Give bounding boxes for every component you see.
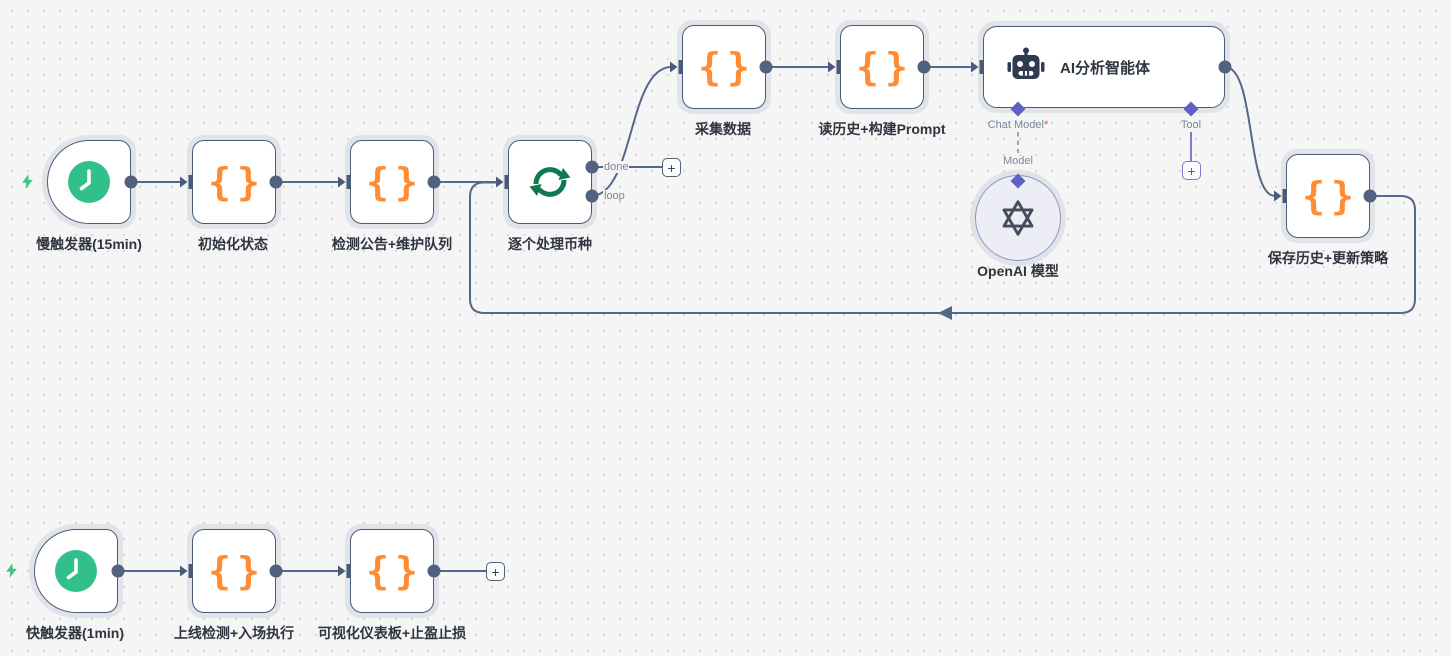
- node-label-dashboard-tp-sl[interactable]: 可视化仪表板+止盈止损: [317, 625, 467, 641]
- node-label-online-check-entry[interactable]: 上线检测+入场执行: [173, 625, 295, 641]
- loop-port-label: loop: [603, 190, 626, 202]
- add-tool-button[interactable]: +: [1182, 161, 1201, 180]
- loop-sync-icon: [529, 167, 571, 197]
- node-online-check-entry[interactable]: {}: [187, 524, 281, 618]
- node-label-openai-model[interactable]: OpenAI 模型: [977, 263, 1059, 279]
- openai-logo-icon: [1002, 200, 1034, 236]
- node-label-process-each-coin[interactable]: 逐个处理币种: [508, 236, 592, 252]
- instant-trigger-zap-icon: [22, 174, 33, 189]
- node-label-check-announcements[interactable]: 检测公告+维护队列: [331, 236, 453, 252]
- node-dashboard-tp-sl[interactable]: {}: [345, 524, 439, 618]
- node-label-slow-trigger[interactable]: 慢触发器(15min): [36, 236, 142, 252]
- clock-icon: [55, 550, 97, 592]
- code-braces-icon: {}: [366, 549, 424, 593]
- code-braces-icon: {}: [208, 160, 266, 204]
- node-process-each-coin[interactable]: [503, 135, 597, 229]
- edge-agent-save: [1224, 66, 1276, 197]
- node-check-announcements[interactable]: {}: [345, 135, 439, 229]
- node-label-read-history-prompt[interactable]: 读历史+构建Prompt: [818, 121, 946, 137]
- tool-connector-label: Tool: [1180, 119, 1202, 131]
- node-openai-model[interactable]: [970, 170, 1066, 266]
- code-braces-icon: {}: [1302, 174, 1360, 218]
- node-label-fast-trigger[interactable]: 快触发器(1min): [26, 625, 124, 641]
- model-link-label: Model: [1003, 155, 1033, 167]
- node-init-state[interactable]: {}: [187, 135, 281, 229]
- node-label-init-state[interactable]: 初始化状态: [198, 236, 268, 252]
- robot-icon: [1007, 47, 1045, 79]
- ai-agent-title: AI分析智能体: [1060, 59, 1151, 77]
- node-label-save-history[interactable]: 保存历史+更新策略: [1267, 250, 1389, 266]
- required-asterisk: *: [1043, 119, 1049, 131]
- code-braces-icon: {}: [208, 549, 266, 593]
- code-braces-icon: {}: [856, 45, 914, 89]
- add-node-after-dashboard-button[interactable]: +: [486, 562, 505, 581]
- add-node-after-done-button[interactable]: +: [662, 158, 681, 177]
- node-label-collect-data[interactable]: 采集数据: [695, 121, 751, 137]
- instant-trigger-zap-icon: [6, 563, 17, 578]
- node-slow-trigger[interactable]: [42, 135, 136, 229]
- node-save-history[interactable]: {}: [1281, 149, 1375, 243]
- done-port-label: done: [603, 161, 630, 173]
- code-braces-icon: {}: [366, 160, 424, 204]
- node-fast-trigger[interactable]: [29, 524, 123, 618]
- node-read-history-prompt[interactable]: {}: [835, 20, 929, 114]
- node-ai-agent[interactable]: AI分析智能体: [978, 21, 1230, 113]
- node-collect-data[interactable]: {}: [677, 20, 771, 114]
- chat-model-connector-label: Chat Model*: [987, 119, 1049, 131]
- code-braces-icon: {}: [698, 45, 756, 89]
- edge-loop-collect: [591, 66, 671, 197]
- clock-icon: [68, 161, 110, 203]
